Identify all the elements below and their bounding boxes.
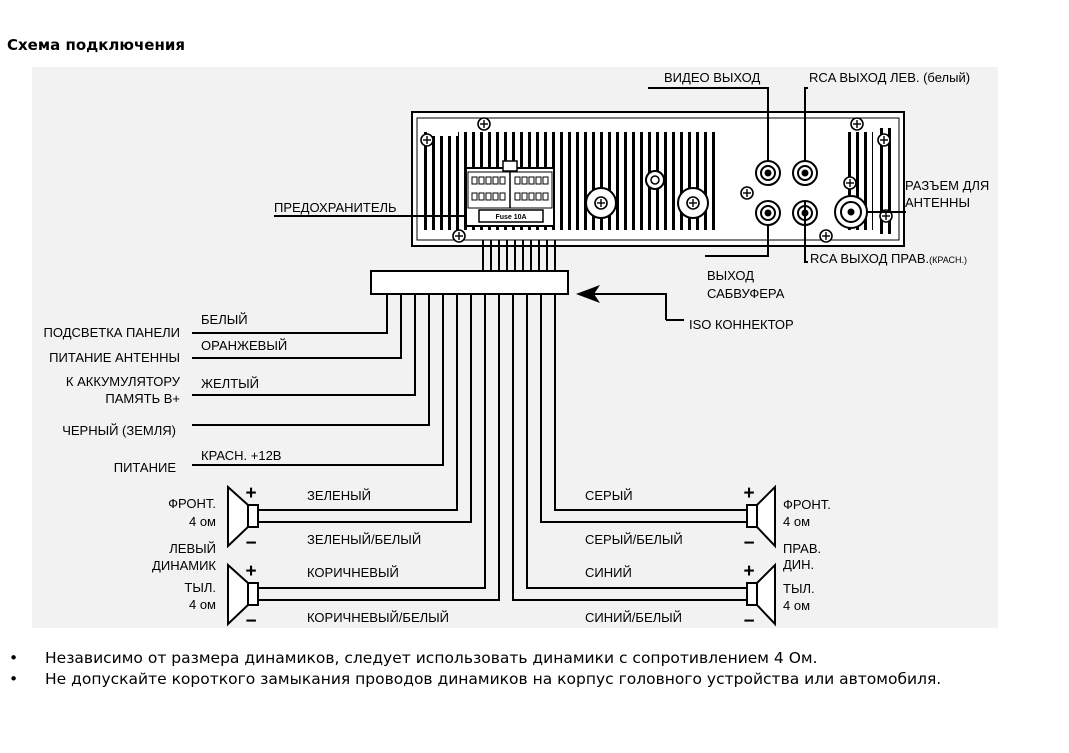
- fuse-label: ПРЕДОХРАНИТЕЛЬ: [274, 200, 397, 215]
- speaker-left-rear: [227, 562, 259, 627]
- video-out-label: ВИДЕО ВЫХОД: [664, 70, 760, 85]
- speaker-right-front: [746, 484, 776, 549]
- wire-color-red: КРАСН. +12В: [201, 448, 281, 463]
- left-rear-label: ТЫЛ.: [184, 580, 216, 595]
- subwoofer-label: САБВУФЕРА: [707, 286, 785, 301]
- left-rear-ohm: 4 ом: [189, 597, 216, 612]
- note-text: Независимо от размера динамиков, следует…: [45, 649, 818, 667]
- bullet: •: [9, 649, 19, 667]
- antenna-jack-label: РАЗЪЕМ ДЛЯ: [905, 178, 989, 193]
- panel-light-label: ПОДСВЕТКА ПАНЕЛИ: [44, 325, 180, 340]
- head-unit: Fuse 10A: [411, 111, 905, 247]
- note-text: Не допускайте короткого замыкания провод…: [45, 670, 942, 688]
- note-item: • Независимо от размера динамиков, следу…: [0, 648, 1010, 668]
- power-label: ПИТАНИЕ: [114, 460, 177, 475]
- wire-color-grey-white: СЕРЫЙ/БЕЛЫЙ: [585, 532, 683, 547]
- mounting-bosses: [585, 170, 709, 219]
- note-item: • Не допускайте короткого замыкания пров…: [0, 669, 1010, 689]
- iso-connector-label: ISO КОННЕКТОР: [689, 317, 794, 332]
- left-front-label: ФРОНТ.: [168, 496, 216, 511]
- antenna-socket: [834, 195, 868, 229]
- bullet: •: [9, 670, 19, 688]
- iso-arrow: [576, 285, 600, 303]
- battery-label: ПАМЯТЬ В+: [105, 391, 180, 406]
- speaker-wires: [258, 294, 747, 601]
- iso-socket: Fuse 10A: [465, 160, 555, 227]
- speaker-left-front: [227, 484, 259, 549]
- notes-list: • Независимо от размера динамиков, следу…: [0, 648, 1010, 690]
- wire-color-orange: ОРАНЖЕВЫЙ: [201, 338, 287, 353]
- plus-mark: +: [743, 561, 754, 582]
- plus-mark: +: [245, 561, 256, 582]
- antenna-power-label: ПИТАНИЕ АНТЕННЫ: [49, 350, 180, 365]
- page-title: Схема подключения: [7, 36, 185, 54]
- rca-left-label: RCA ВЫХОД ЛЕВ. (белый): [809, 70, 970, 85]
- right-front-ohm: 4 ом: [783, 514, 810, 529]
- minus-mark: −: [743, 533, 754, 554]
- power-wires: [192, 294, 444, 466]
- wire-color-grey: СЕРЫЙ: [585, 488, 633, 503]
- wire-color-blue-white: СИНИЙ/БЕЛЫЙ: [585, 610, 682, 625]
- right-front-label: ФРОНТ.: [783, 497, 831, 512]
- wire-color-brown: КОРИЧНЕВЫЙ: [307, 565, 399, 580]
- minus-mark: −: [245, 611, 256, 632]
- fuse: [478, 209, 544, 223]
- iso-plug: [370, 240, 569, 295]
- wire-color-brown-white: КОРИЧНЕВЫЙ/БЕЛЫЙ: [307, 610, 449, 625]
- right-rear-label: ТЫЛ.: [783, 581, 815, 596]
- right-speaker-label: ПРАВ.: [783, 541, 821, 556]
- left-front-ohm: 4 ом: [189, 514, 216, 529]
- plus-mark: +: [245, 483, 256, 504]
- wire-color-green-white: ЗЕЛЕНЫЙ/БЕЛЫЙ: [307, 532, 421, 547]
- battery-label: К АККУМУЛЯТОРУ: [66, 374, 181, 389]
- plus-mark: +: [743, 483, 754, 504]
- left-speaker-label: ЛЕВЫЙ: [169, 541, 216, 556]
- ground-label: ЧЕРНЫЙ (ЗЕМЛЯ): [62, 423, 176, 438]
- speaker-right-rear: [746, 562, 776, 627]
- rca-right-label: RCA ВЫХОД ПРАВ.(КРАСН.): [810, 251, 967, 266]
- wire-color-green: ЗЕЛЕНЫЙ: [307, 488, 371, 503]
- right-speaker-label: ДИН.: [783, 557, 814, 572]
- left-speaker-label: ДИНАМИК: [152, 558, 216, 573]
- antenna-jack-label: АНТЕННЫ: [905, 195, 970, 210]
- subwoofer-label: ВЫХОД: [707, 268, 754, 283]
- wiring-diagram: Fuse 10A: [32, 67, 998, 632]
- polarity-marks: + − + − + − + −: [245, 483, 754, 632]
- wire-color-white: БЕЛЫЙ: [201, 312, 248, 327]
- callout-leaders: [274, 87, 906, 321]
- fuse-marking: Fuse 10A: [495, 214, 526, 221]
- minus-mark: −: [743, 611, 754, 632]
- wire-color-yellow: ЖЕЛТЫЙ: [201, 376, 259, 391]
- rca-jacks: [755, 160, 818, 226]
- wire-color-blue: СИНИЙ: [585, 565, 632, 580]
- minus-mark: −: [245, 533, 256, 554]
- right-rear-ohm: 4 ом: [783, 598, 810, 613]
